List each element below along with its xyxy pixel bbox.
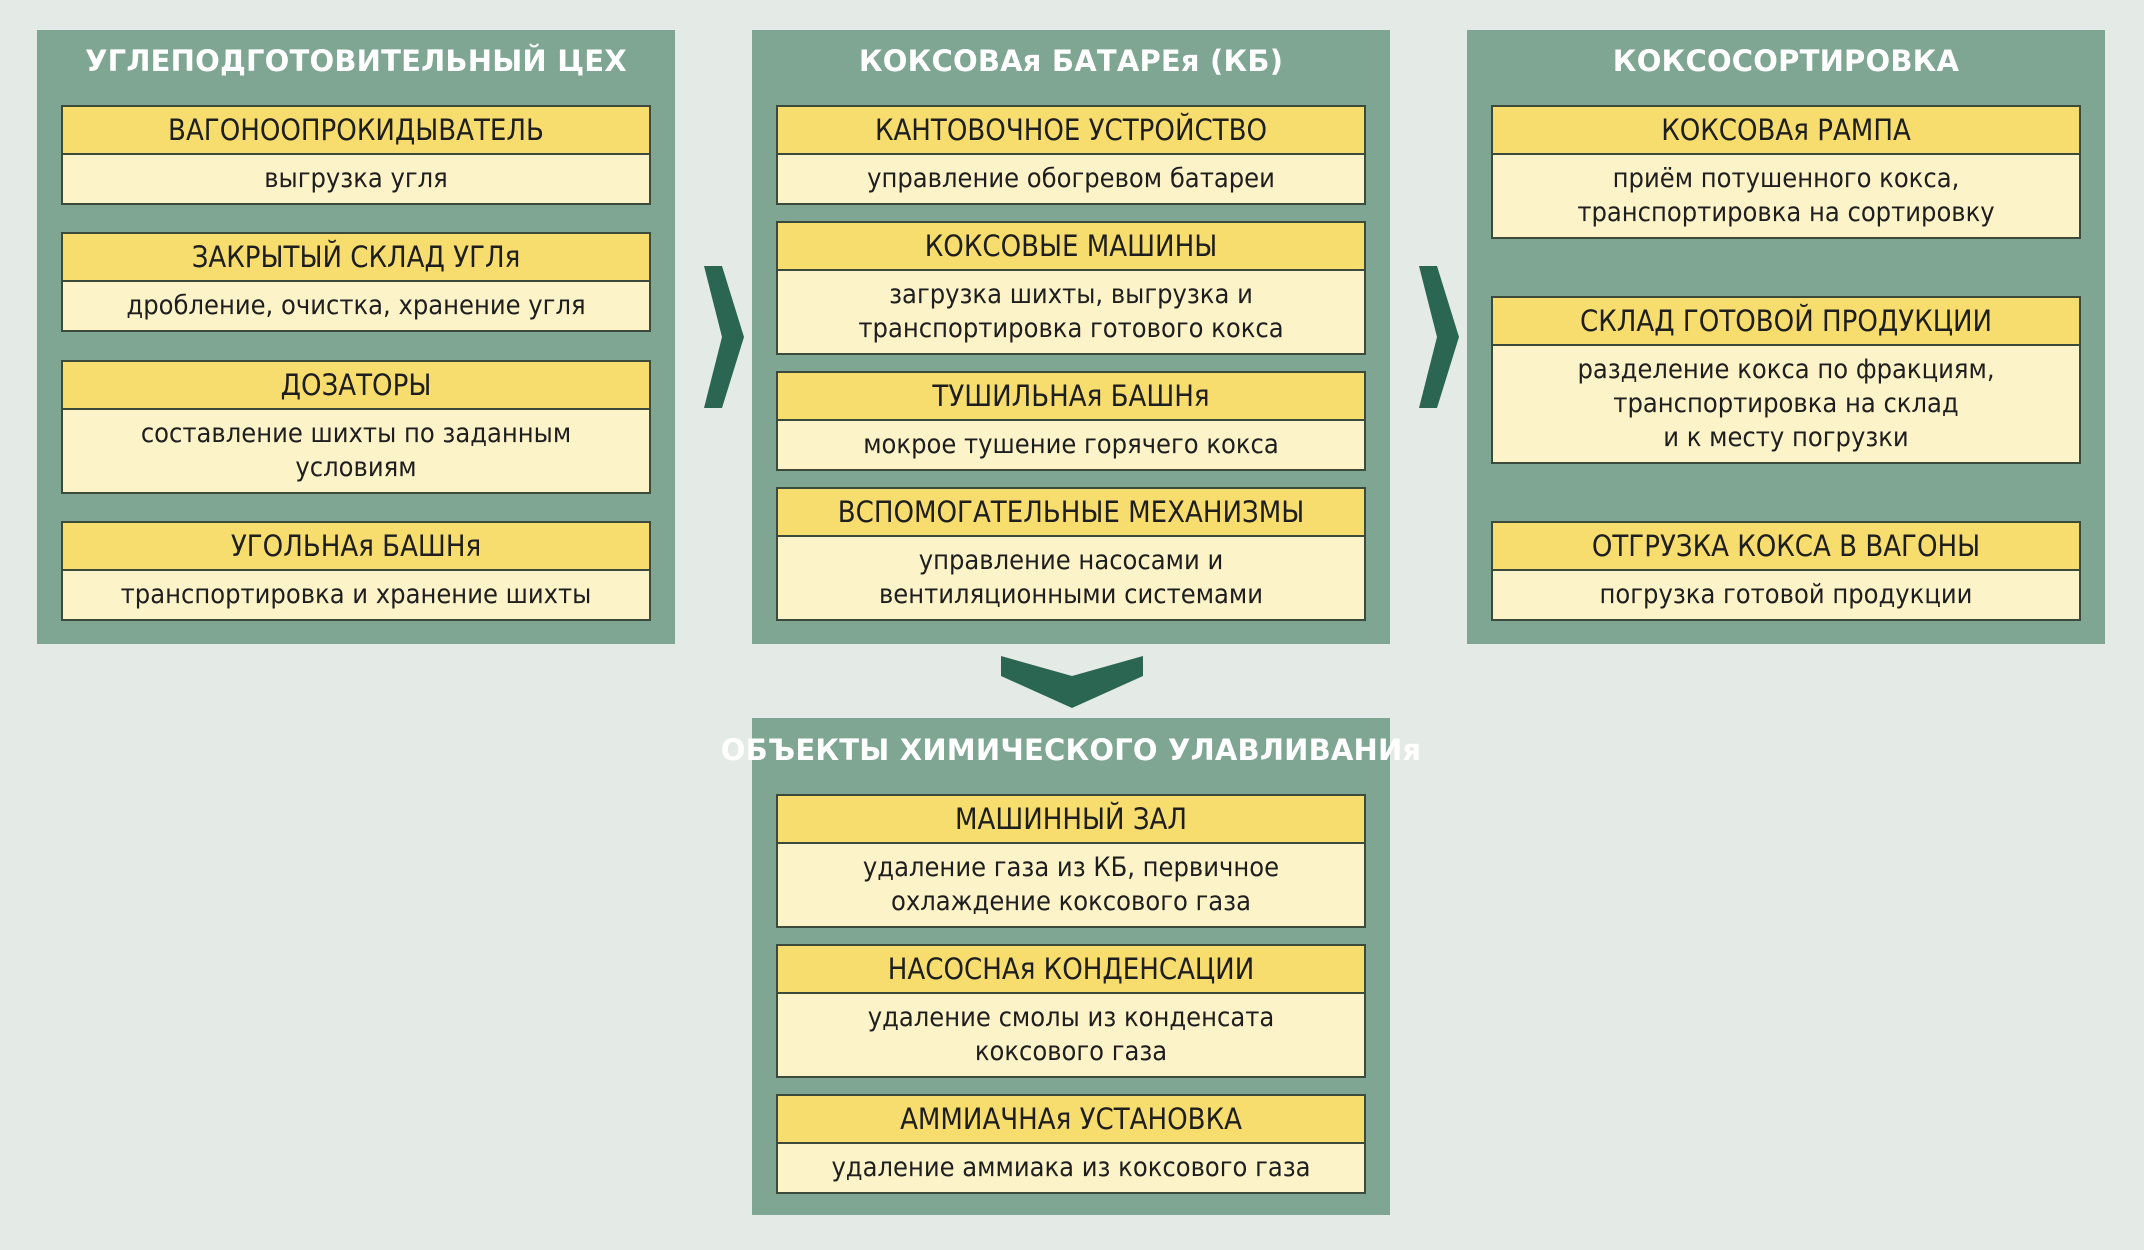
card-title: КОКСОВЫЕ МАШИНЫ xyxy=(778,223,1364,271)
card-auxiliary-mechanisms: ВСПОМОГАТЕЛЬНЫЕ МЕХАНИЗМЫ управление нас… xyxy=(776,487,1366,621)
card-title: ОТГРУЗКА КОКСА В ВАГОНЫ xyxy=(1493,523,2079,571)
card-title: КОКСОВАя РАМПА xyxy=(1493,107,2079,155)
card-title: ДОЗАТОРЫ xyxy=(63,362,649,410)
card-description: удаление газа из КБ, первичное охлаждени… xyxy=(778,844,1364,926)
card-title: АММИАЧНАя УСТАНОВКА xyxy=(778,1096,1364,1144)
arrow-right-icon xyxy=(704,266,744,408)
card-coke-ramp: КОКСОВАя РАМПА приём потушенного кокса, … xyxy=(1491,105,2081,239)
card-finished-product-warehouse: СКЛАД ГОТОВОЙ ПРОДУКЦИИ разделение кокса… xyxy=(1491,296,2081,464)
arrow-right-icon xyxy=(1419,266,1459,408)
card-title: ТУШИЛЬНАя БАШНя xyxy=(778,373,1364,421)
card-closed-coal-storage: ЗАКРЫТЫЙ СКЛАД УГЛя дробление, очистка, … xyxy=(61,232,651,332)
card-turning-device: КАНТОВОЧНОЕ УСТРОЙСТВО управление обогре… xyxy=(776,105,1366,205)
card-title: ЗАКРЫТЫЙ СКЛАД УГЛя xyxy=(63,234,649,282)
card-title: ВСПОМОГАТЕЛЬНЫЕ МЕХАНИЗМЫ xyxy=(778,489,1364,537)
panel-title: ОБЪЕКТЫ ХИМИЧЕСКОГО УЛАВЛИВАНИя xyxy=(720,733,1422,767)
card-title: ВАГОНООПРОКИДЫВАТЕЛЬ xyxy=(63,107,649,155)
card-title: СКЛАД ГОТОВОЙ ПРОДУКЦИИ xyxy=(1493,298,2079,346)
card-coal-tower: УГОЛЬНАя БАШНя транспортировка и хранени… xyxy=(61,521,651,621)
panel-chemical-recovery: ОБЪЕКТЫ ХИМИЧЕСКОГО УЛАВЛИВАНИя МАШИННЫЙ… xyxy=(720,718,1422,1215)
card-wagon-tipper: ВАГОНООПРОКИДЫВАТЕЛЬ выгрузка угля xyxy=(61,105,651,205)
card-title: НАСОСНАя КОНДЕНСАЦИИ xyxy=(778,946,1364,994)
card-description: приём потушенного кокса, транспортировка… xyxy=(1493,155,2079,237)
card-coke-machines: КОКСОВЫЕ МАШИНЫ загрузка шихты, выгрузка… xyxy=(776,221,1366,355)
panel-coke-sorting: КОКСОСОРТИРОВКА КОКСОВАя РАМПА приём пот… xyxy=(1467,30,2105,644)
card-title: КАНТОВОЧНОЕ УСТРОЙСТВО xyxy=(778,107,1364,155)
card-description: удаление смолы из конденсата коксового г… xyxy=(778,994,1364,1076)
card-description: погрузка готовой продукции xyxy=(1493,571,2079,619)
card-description: мокрое тушение горячего кокса xyxy=(778,421,1364,469)
panel-title: КОКСОСОРТИРОВКА xyxy=(1612,44,1960,78)
card-description: удаление аммиака из коксового газа xyxy=(778,1144,1364,1192)
card-description: выгрузка угля xyxy=(63,155,649,203)
panel-title: КОКСОВАя БАТАРЕя (КБ) xyxy=(858,44,1284,78)
panel-coal-prep: УГЛЕПОДГОТОВИТЕЛЬНЫЙ ЦЕХ ВАГОНООПРОКИДЫВ… xyxy=(37,30,675,644)
card-description: дробление, очистка, хранение угля xyxy=(63,282,649,330)
card-coke-shipment: ОТГРУЗКА КОКСА В ВАГОНЫ погрузка готовой… xyxy=(1491,521,2081,621)
card-description: управление насосами и вентиляционными си… xyxy=(778,537,1364,619)
card-ammonia-unit: АММИАЧНАя УСТАНОВКА удаление аммиака из … xyxy=(776,1094,1366,1194)
card-description: разделение кокса по фракциям, транспорти… xyxy=(1493,346,2079,462)
card-quenching-tower: ТУШИЛЬНАя БАШНя мокрое тушение горячего … xyxy=(776,371,1366,471)
card-dosers: ДОЗАТОРЫ составление шихты по заданным у… xyxy=(61,360,651,494)
arrow-down-icon xyxy=(1001,656,1143,708)
card-description: транспортировка и хранение шихты xyxy=(63,571,649,619)
card-description: составление шихты по заданным условиям xyxy=(63,410,649,492)
card-description: загрузка шихты, выгрузка и транспортиров… xyxy=(778,271,1364,353)
card-condensation-pump-station: НАСОСНАя КОНДЕНСАЦИИ удаление смолы из к… xyxy=(776,944,1366,1078)
card-title: УГОЛЬНАя БАШНя xyxy=(63,523,649,571)
card-description: управление обогревом батареи xyxy=(778,155,1364,203)
panel-title: УГЛЕПОДГОТОВИТЕЛЬНЫЙ ЦЕХ xyxy=(85,44,627,78)
card-title: МАШИННЫЙ ЗАЛ xyxy=(778,796,1364,844)
panel-coke-battery: КОКСОВАя БАТАРЕя (КБ) КАНТОВОЧНОЕ УСТРОЙ… xyxy=(752,30,1390,644)
card-machine-hall: МАШИННЫЙ ЗАЛ удаление газа из КБ, первич… xyxy=(776,794,1366,928)
